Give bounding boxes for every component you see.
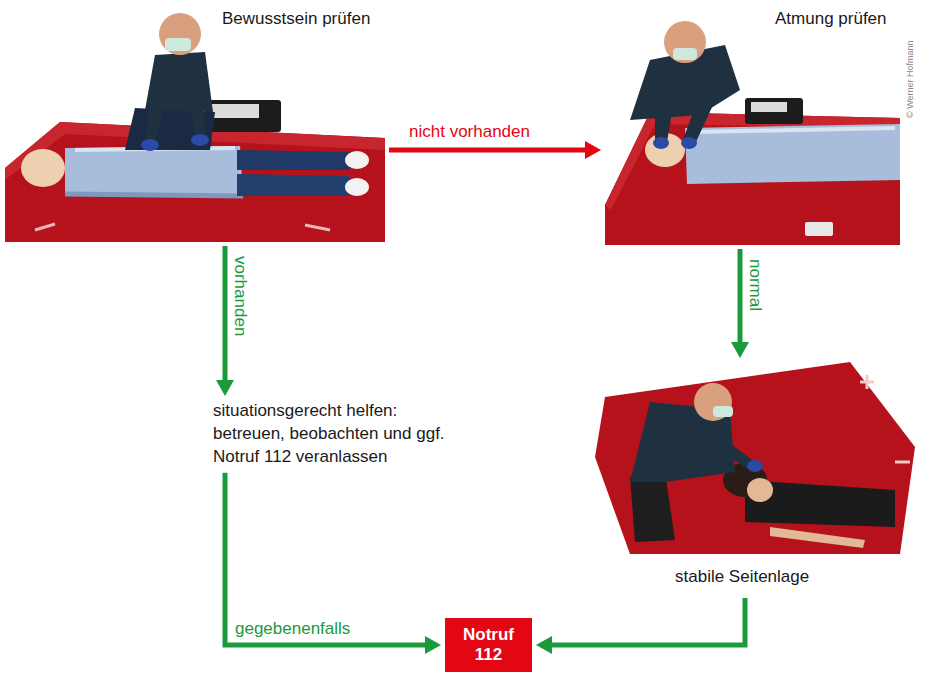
arrow-head (585, 141, 601, 159)
arrow-head (536, 636, 552, 654)
connector-line (738, 249, 743, 346)
flow-arrow (389, 141, 601, 159)
edge-label: normal (745, 259, 765, 311)
emergency-call-box: Notruf 112 (445, 618, 532, 672)
instruction-text: situationsgerecht helfen: betreuen, beob… (213, 400, 463, 469)
flow-arrow (225, 473, 441, 654)
arrow-head (425, 636, 441, 654)
connector-line (225, 473, 429, 645)
step-heading: Atmung prüfen (775, 8, 887, 31)
body-text: situationsgerecht helfen: betreuen, beob… (213, 400, 463, 469)
box-label: Notruf 112 (458, 625, 520, 664)
connector-line (548, 598, 745, 645)
photo-step: stabile Seitenlage (595, 362, 915, 594)
copyright-watermark: © Werner Hofmann (905, 41, 916, 119)
photo-step: Bewusstsein prüfen (5, 0, 385, 242)
connector-line (389, 148, 589, 153)
edge-label: nicht vorhanden (409, 122, 530, 142)
edge-label: gegebenenfalls (235, 619, 350, 639)
arrow-head (731, 342, 749, 358)
step-heading: stabile Seitenlage (675, 566, 809, 589)
photo-recovery-position (595, 362, 915, 554)
flow-arrow (536, 598, 745, 654)
photo-step: Atmung prüfen (605, 0, 900, 245)
step-heading: Bewusstsein prüfen (222, 8, 370, 31)
arrow-head (216, 380, 234, 396)
connector-line (223, 246, 228, 384)
photo-breathing (605, 21, 900, 245)
photo-consciousness (5, 13, 385, 242)
edge-label: vorhanden (230, 256, 250, 336)
